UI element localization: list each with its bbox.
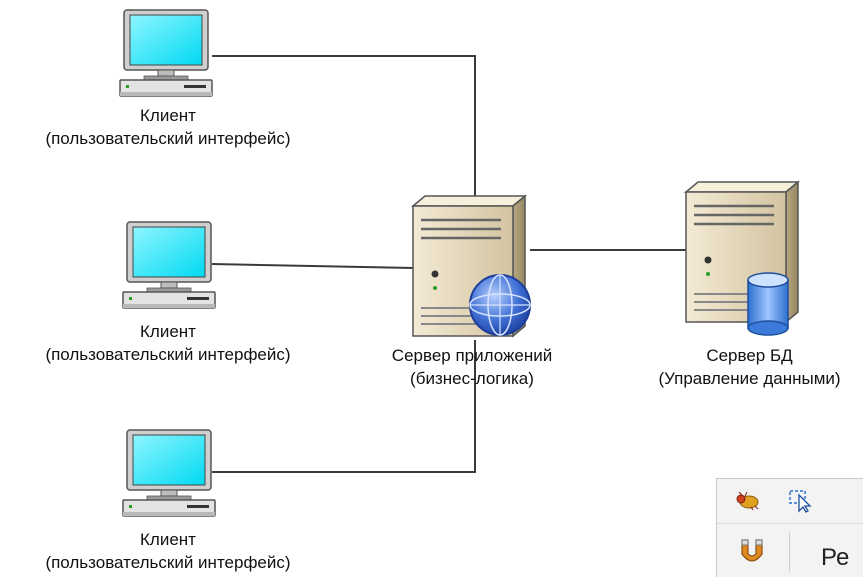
client-computer-icon — [119, 9, 213, 97]
connector-client1-appserver — [212, 55, 476, 210]
client-label: Клиент (пользовательский интерфейс) — [0, 104, 336, 150]
magnet-icon[interactable] — [739, 538, 765, 566]
client-subtitle: (пользовательский интерфейс) — [45, 345, 291, 364]
select-cursor-icon[interactable] — [789, 489, 815, 513]
toolbar-row: Ре — [717, 524, 863, 577]
client-label: Клиент (пользовательский интерфейс) — [0, 528, 336, 574]
db-server-title: Сервер БД — [706, 346, 793, 365]
client-title: Клиент — [140, 106, 196, 125]
connector-client2-appserver — [211, 263, 416, 269]
client-label: Клиент (пользовательский интерфейс) — [0, 320, 336, 366]
app-server-subtitle: (бизнес-логика) — [410, 369, 534, 388]
client-computer-icon — [122, 221, 216, 309]
toolbar-fragment: Ре — [716, 478, 863, 577]
connection-lines — [211, 55, 690, 473]
toolbar-row — [717, 479, 863, 524]
bug-icon[interactable] — [735, 491, 761, 511]
toolbar-separator — [789, 532, 790, 572]
db-server-subtitle: (Управление данными) — [658, 369, 841, 388]
client-title: Клиент — [140, 530, 196, 549]
toolbar-button-label[interactable]: Ре — [821, 544, 850, 571]
client-title: Клиент — [140, 322, 196, 341]
client-subtitle: (пользовательский интерфейс) — [45, 553, 291, 572]
client-subtitle: (пользовательский интерфейс) — [45, 129, 291, 148]
app-server-title: Сервер приложений — [391, 346, 553, 365]
db-server-label: Сервер БД (Управление данными) — [636, 344, 863, 390]
connector-client3-appserver — [212, 340, 476, 473]
globe-icon — [469, 274, 531, 336]
app-server-label: Сервер приложений (бизнес-логика) — [362, 344, 582, 390]
database-icon — [747, 272, 789, 336]
client-computer-icon — [122, 429, 216, 517]
